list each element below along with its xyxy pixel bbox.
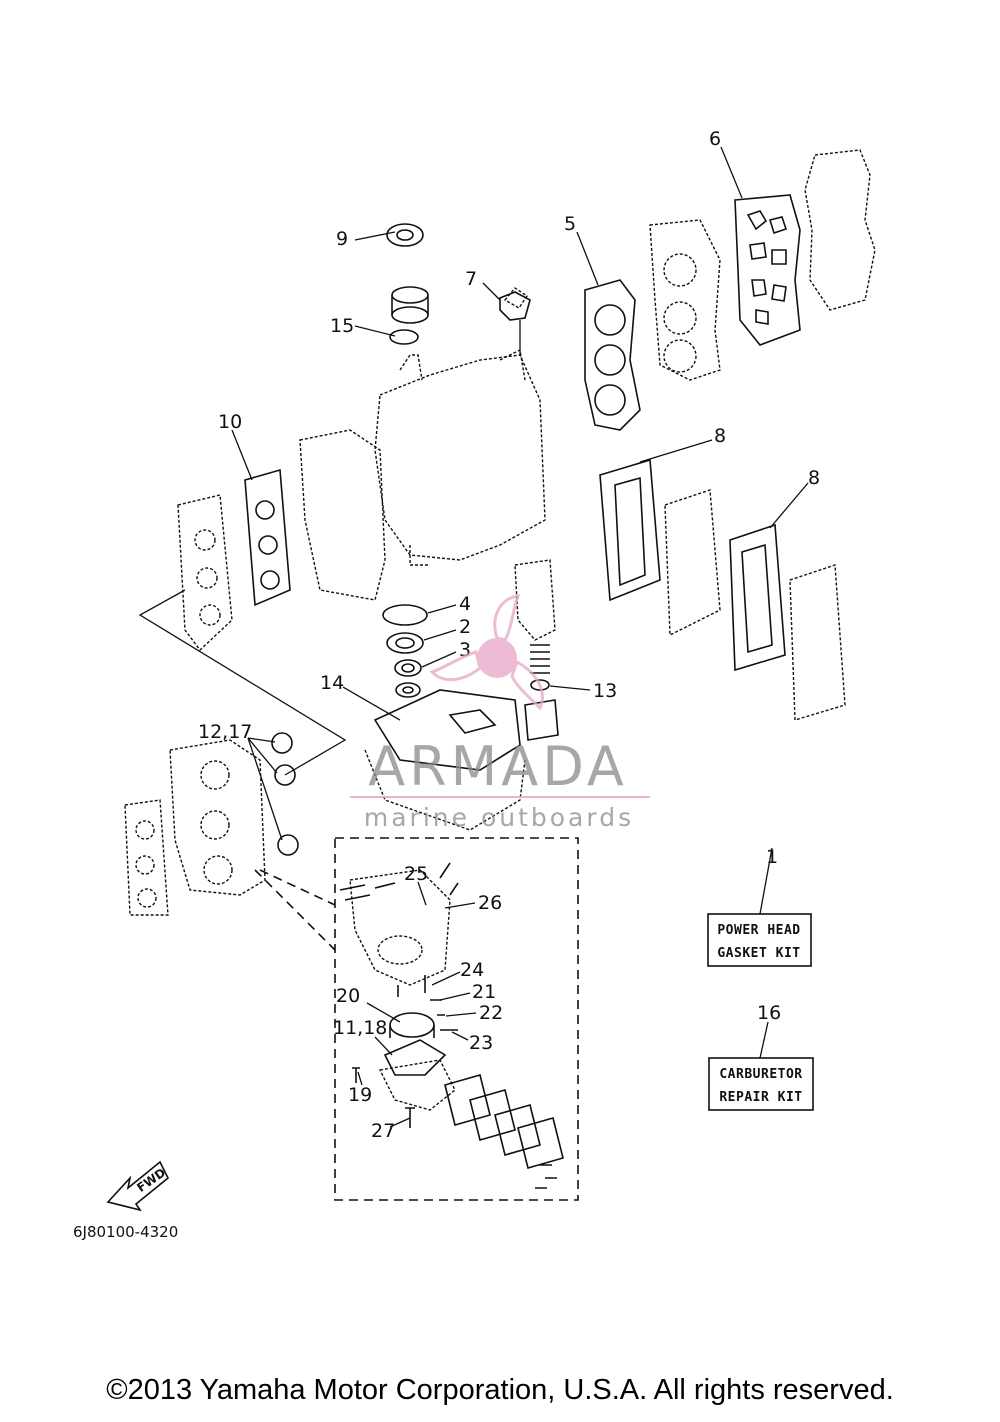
thermostat-housing [514, 559, 556, 641]
propeller-hub [477, 638, 517, 678]
drawing-code: 6J80100-4320 [73, 1223, 178, 1241]
power-head-gasket-kit-box: POWER HEAD GASKET KIT [707, 913, 812, 967]
callout-24: 24 [460, 959, 484, 981]
exhaust-cover-inner [664, 489, 721, 637]
carb-flange-gasket [124, 799, 169, 916]
exhaust-gasket-8b [729, 523, 786, 672]
callout-12-17: 12,17 [198, 721, 252, 743]
forward-arrow-icon: FWD [106, 1160, 170, 1212]
watermark-tagline: marine outboards [364, 803, 634, 832]
callout-13: 13 [593, 680, 617, 702]
carburetor-repair-kit-box: CARBURETOR REPAIR KIT [708, 1057, 814, 1111]
gasket-7 [499, 291, 531, 321]
callout-5: 5 [564, 213, 576, 235]
oil-seal-3 [394, 659, 422, 698]
propeller-blade [493, 594, 521, 642]
carburetor-kit-line1: CARBURETOR [719, 1067, 802, 1082]
callout-14: 14 [320, 672, 344, 694]
exhaust-gasket-8a [599, 458, 661, 602]
oil-seal-2 [386, 632, 424, 654]
filter [524, 699, 559, 741]
armada-watermark: ARMADA marine outboards [350, 594, 650, 832]
callout-25: 25 [404, 863, 428, 885]
callout-labels: 9 15 7 5 6 10 8 8 4 2 3 13 14 12,17 1 16… [198, 128, 820, 1142]
callout-1: 1 [766, 846, 778, 868]
o-ring-15 [389, 329, 419, 345]
watermark-divider [350, 796, 650, 798]
callout-20: 20 [336, 985, 360, 1007]
callout-9: 9 [336, 228, 348, 250]
callout-15: 15 [330, 315, 354, 337]
callout-4: 4 [459, 593, 471, 615]
oil-seal-9 [386, 223, 424, 247]
callout-8b: 8 [808, 467, 820, 489]
lower-housing [364, 749, 526, 831]
power-head-kit-line1: POWER HEAD [717, 923, 800, 938]
o-ring-4 [382, 604, 428, 626]
callout-19: 19 [348, 1084, 372, 1106]
bearing [391, 286, 429, 324]
lower-gasket-14 [373, 689, 521, 771]
cylinder-head [649, 219, 721, 381]
copyright-notice: ©2013 Yamaha Motor Corporation, U.S.A. A… [106, 1374, 894, 1406]
callout-26: 26 [478, 892, 502, 914]
cylinder-head-gasket-5 [584, 279, 641, 431]
watermark-brand: ARMADA [368, 735, 628, 798]
leader-lines [231, 146, 809, 1128]
propeller-logo-icon [429, 594, 544, 711]
head-cover [804, 149, 876, 311]
exhaust-cover-outer [789, 564, 846, 721]
callout-6: 6 [709, 128, 721, 150]
callout-11-18: 11,18 [333, 1017, 387, 1039]
callout-27: 27 [371, 1120, 395, 1142]
callout-23: 23 [469, 1032, 493, 1054]
carburetor-kit-line2: REPAIR KIT [719, 1090, 802, 1105]
callout-16: 16 [757, 1002, 781, 1024]
intake-gasket-10 [244, 468, 291, 607]
callout-8a: 8 [714, 425, 726, 447]
callout-7: 7 [465, 268, 477, 290]
crankcase [299, 287, 546, 601]
head-cover-gasket-6 [734, 194, 801, 346]
carburetor-group [169, 739, 266, 896]
power-head-kit-line2: GASKET KIT [717, 946, 800, 961]
callout-22: 22 [479, 1002, 503, 1024]
carburetor-detail-box [254, 837, 579, 1201]
propeller-blade [429, 650, 482, 682]
clamp-12-17 [271, 732, 299, 856]
callout-10: 10 [218, 411, 242, 433]
callout-2: 2 [459, 616, 471, 638]
callout-21: 21 [472, 981, 496, 1003]
spring [530, 644, 550, 674]
intake-cover [177, 494, 233, 652]
propeller-blade [510, 659, 544, 711]
